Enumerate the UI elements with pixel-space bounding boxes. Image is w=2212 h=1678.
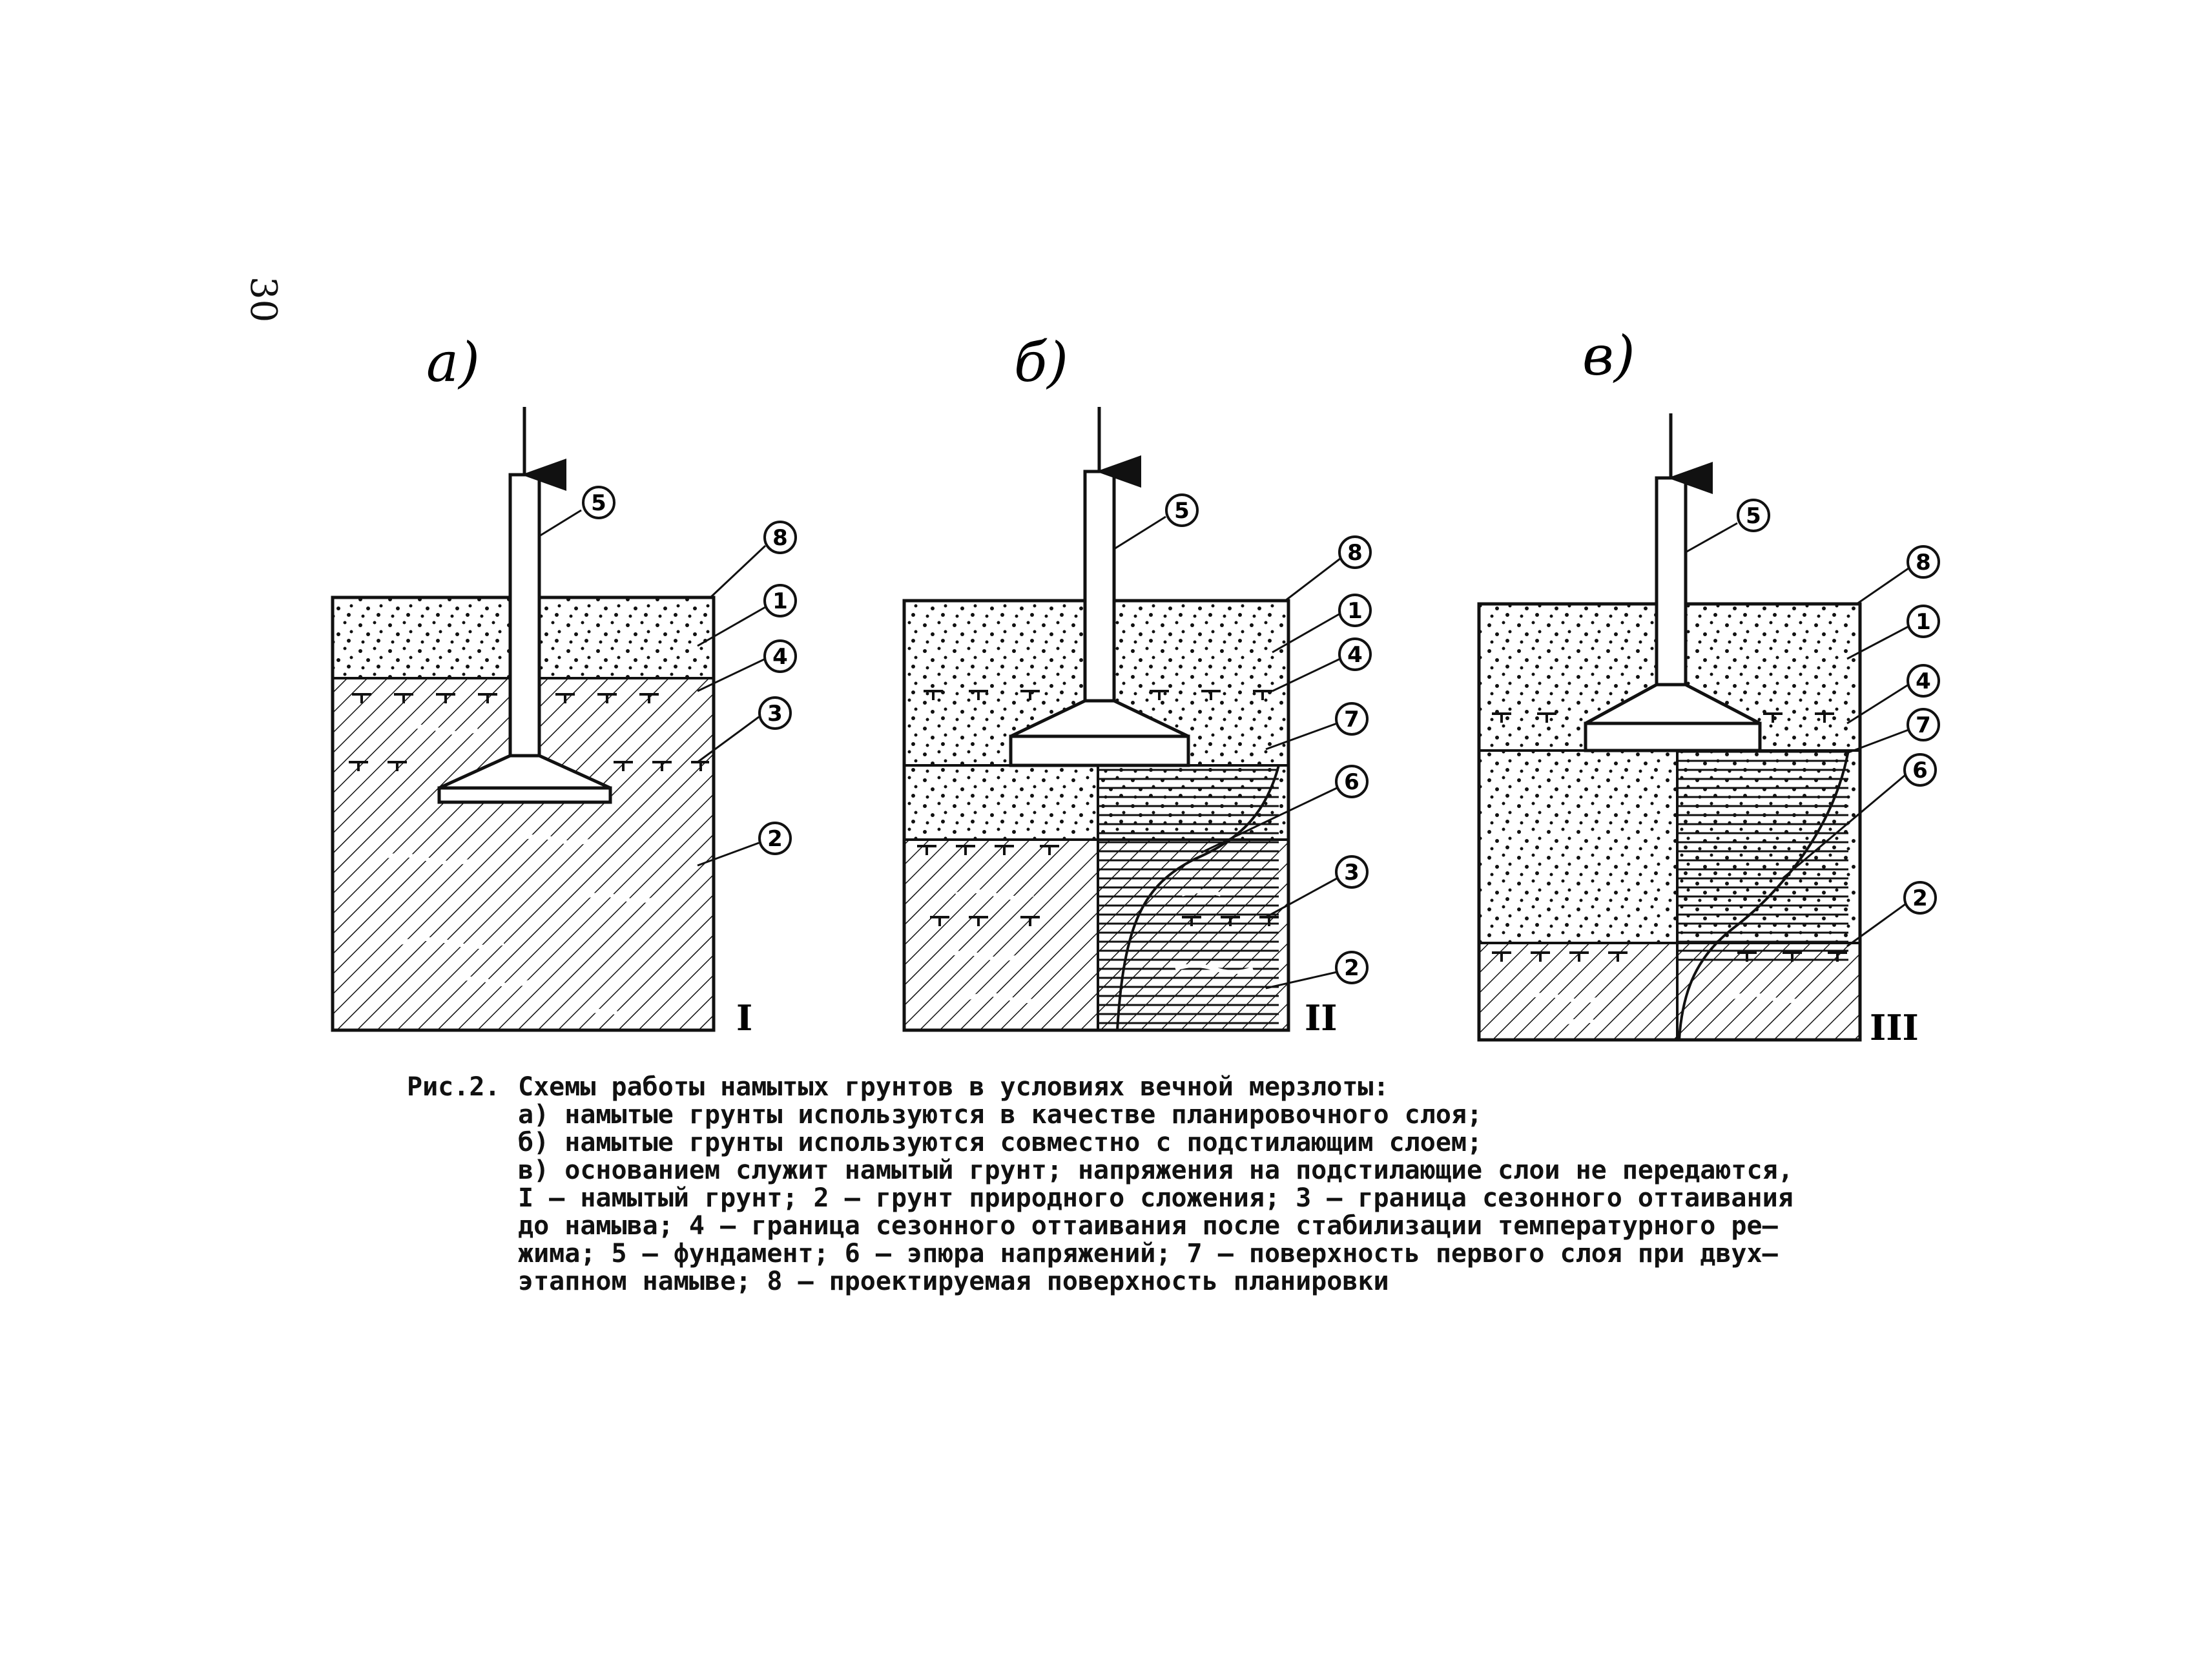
panel-c-callout: 1 [1916,609,1931,635]
panel-b-foundation-column [1083,470,1116,703]
panel-a-roman: I [736,997,752,1039]
panel-b-callout: 7 [1344,707,1359,732]
panel-b-stress-diagram [1098,765,1279,1030]
caption-line: этапном намыве; 8 – проектируемая поверх… [518,1267,1389,1296]
caption-line: до намыва; 4 – граница сезонного оттаива… [518,1211,1778,1241]
caption-title: Схемы работы намытых грунтов в условиях … [518,1072,1389,1102]
panel-a-callout: 2 [767,826,783,852]
caption-line: жима; 5 – фундамент; 6 – эпюра напряжени… [518,1239,1778,1269]
panel-a-foundation-column [508,473,541,758]
caption-line: в) основанием служит намытый грунт; напр… [518,1155,1793,1185]
caption-line: I – намытый грунт; 2 – грунт природного … [518,1183,1793,1213]
panel-b-callout: 3 [1344,860,1359,886]
panel-a-callout: 8 [772,525,788,551]
panel-c-letter: в) [1582,324,1635,388]
panel-b-callout: 2 [1344,955,1359,981]
panel-a-letter: а) [426,331,480,394]
caption-line: б) намытые грунты используются совместно… [518,1128,1483,1157]
panel-c-callout: 8 [1916,550,1931,575]
panel-b-callout: 4 [1347,642,1363,668]
panel-b-callout: 5 [1174,498,1190,524]
panel-c-roman: III [1870,1007,1919,1048]
panel-c-foundation-column [1655,476,1688,687]
panel-c-callout: 4 [1916,668,1931,694]
caption-line: а) намытые грунты используются в качеств… [518,1100,1483,1130]
caption-title-line: Рис.2. Схемы работы намытых грунтов в усл… [407,1073,1918,1101]
panel-c: в) [1477,324,1940,1048]
panel-b-callout: 1 [1347,598,1363,624]
panel-a-callout: 5 [591,490,606,516]
panel-a-callout: 4 [772,644,788,670]
panel-b-callout: 8 [1347,540,1363,566]
panel-a: а) [331,331,797,1039]
panel-a-callout: 1 [772,588,788,614]
panel-c-callout: 5 [1746,503,1761,529]
figure-caption: Рис.2. Схемы работы намытых грунтов в усл… [407,1073,1918,1296]
panel-b-roman: II [1305,997,1338,1039]
panel-b-callout: 6 [1344,769,1359,795]
panel-b-letter: б) [1014,331,1068,394]
panel-c-stress-diagram [1677,751,1848,964]
panel-c-callout: 6 [1912,758,1928,783]
panel-c-callout: 7 [1916,712,1931,738]
panel-c-callout: 2 [1912,886,1928,911]
caption-figure-label: Рис.2. [407,1072,501,1102]
panel-b: б) [902,331,1372,1039]
panel-a-callout: 3 [767,701,783,727]
